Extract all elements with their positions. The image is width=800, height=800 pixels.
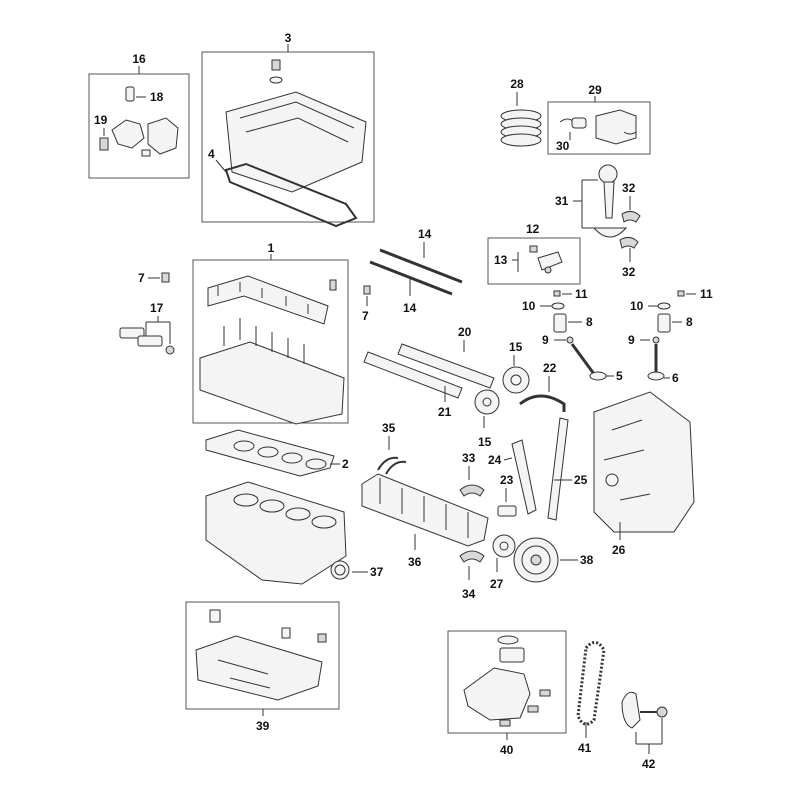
part-group-17: 17 — [119, 301, 175, 355]
callout-41: 41 — [578, 741, 592, 755]
callout-40: 40 — [500, 743, 514, 757]
callout-34: 34 — [462, 587, 476, 601]
part-group-1: 1 — [192, 241, 349, 425]
callout-20: 20 — [458, 325, 472, 339]
part-group-26: 26 — [593, 391, 695, 557]
callout-14b: 14 — [403, 301, 417, 315]
callout-7a: 7 — [138, 271, 145, 285]
part-group-14: 14 14 — [369, 227, 463, 315]
part-group-22: 22 — [519, 361, 566, 412]
part-group-33-34: 33 34 — [459, 451, 485, 601]
part-group-42: 42 — [621, 691, 668, 771]
callout-16: 16 — [132, 52, 146, 66]
callout-8a: 8 — [586, 315, 593, 329]
part-group-29: 29 30 — [547, 83, 651, 155]
callout-25: 25 — [574, 473, 588, 487]
part-group-35: 35 — [377, 421, 407, 475]
part-group-23: 23 — [497, 473, 517, 517]
callout-15a: 15 — [509, 340, 523, 354]
callout-27: 27 — [490, 577, 504, 591]
callout-32a: 32 — [622, 181, 636, 195]
callout-37: 37 — [370, 565, 384, 579]
callout-11b: 11 — [700, 287, 713, 301]
callout-36: 36 — [408, 555, 422, 569]
callout-4: 4 — [208, 147, 215, 161]
part-group-41: 41 — [576, 641, 606, 755]
callout-8b: 8 — [686, 315, 693, 329]
callout-3: 3 — [285, 31, 292, 45]
callout-5: 5 — [616, 369, 623, 383]
callout-33: 33 — [462, 451, 476, 465]
callout-2: 2 — [342, 457, 349, 471]
part-group-valves: 11 10 8 9 5 11 10 8 9 6 — [522, 287, 713, 385]
part-group-40: 40 — [447, 630, 567, 757]
callout-35: 35 — [382, 421, 396, 435]
part-group-28: 28 — [500, 77, 542, 147]
callout-32b: 32 — [622, 265, 636, 279]
callout-7b: 7 — [362, 309, 369, 323]
part-group-16: 16 18 19 — [88, 52, 190, 179]
callout-6: 6 — [672, 371, 679, 385]
callout-18: 18 — [150, 90, 164, 104]
callout-30: 30 — [556, 139, 570, 153]
part-group-39: 39 — [185, 601, 340, 733]
part-group-12: 12 13 — [487, 222, 581, 285]
callout-14a: 14 — [418, 227, 432, 241]
part-group-3: 3 4 — [201, 31, 375, 228]
callout-10a: 10 — [522, 299, 536, 313]
callout-31: 31 — [555, 194, 569, 208]
callout-11a: 11 — [575, 287, 588, 301]
part-group-15: 15 15 — [474, 340, 530, 449]
part-group-38: 38 — [513, 537, 594, 583]
callout-42: 42 — [642, 757, 656, 771]
group-box-29 — [547, 101, 651, 155]
callout-1: 1 — [268, 241, 275, 255]
group-box-12 — [487, 237, 581, 285]
callout-13: 13 — [494, 253, 508, 267]
callout-10b: 10 — [630, 299, 644, 313]
callout-17: 17 — [150, 301, 164, 315]
engine-block — [205, 481, 347, 585]
callout-15b: 15 — [478, 435, 492, 449]
part-group-24-25: 24 25 — [488, 417, 588, 521]
part-group-31: 31 32 32 — [555, 164, 641, 279]
callout-22: 22 — [543, 361, 557, 375]
callout-19: 19 — [94, 113, 108, 127]
callout-9a: 9 — [542, 333, 549, 347]
callout-23: 23 — [500, 473, 514, 487]
callout-12: 12 — [526, 222, 540, 236]
callout-24: 24 — [488, 453, 502, 467]
part-group-36: 36 — [361, 473, 489, 569]
callout-21: 21 — [438, 405, 452, 419]
callout-39: 39 — [256, 719, 270, 733]
callout-28: 28 — [510, 77, 524, 91]
part-group-37: 37 — [330, 560, 384, 580]
callout-26: 26 — [612, 543, 626, 557]
part-group-27: 27 — [490, 534, 516, 591]
part-group-7a: 7 — [138, 271, 170, 285]
callout-38: 38 — [580, 553, 594, 567]
callout-29: 29 — [588, 83, 602, 97]
callout-9b: 9 — [628, 333, 635, 347]
part-group-2: 2 — [205, 429, 349, 477]
part-group-20-21: 20 21 — [363, 325, 495, 419]
part-group-7b: 7 — [362, 285, 371, 323]
